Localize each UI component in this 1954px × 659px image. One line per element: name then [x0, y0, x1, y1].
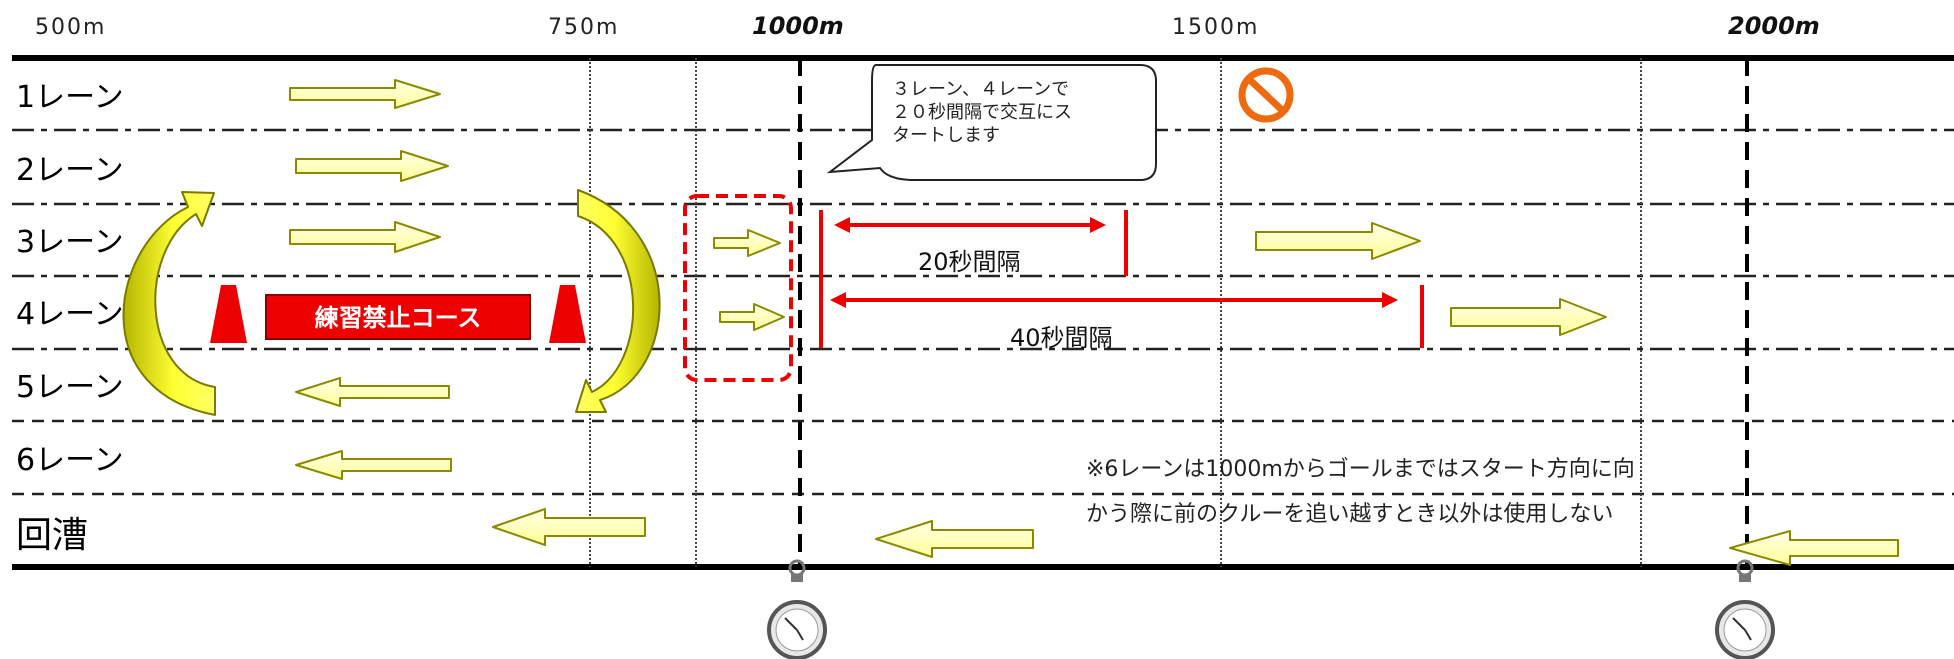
arrow-right-lane1	[289, 79, 441, 109]
turn-arrow-right	[575, 189, 661, 413]
lane-label-2: 2レーン	[16, 153, 124, 188]
interval-markers: 20秒間隔 40秒間隔	[819, 210, 1424, 352]
distance-markers	[589, 58, 1749, 567]
arrow-right-lane3	[289, 221, 441, 253]
note-line-2: かう際に前のクルーを追い越すとき以外は使用しない	[1086, 502, 1613, 527]
arrow-left-return-far	[1729, 530, 1899, 566]
arrow-left-return	[492, 508, 646, 546]
lane-label-6: 6レーン	[16, 443, 124, 478]
interval-label-20s: 20秒間隔	[918, 248, 1021, 276]
arrow-left-return-mid	[875, 520, 1034, 558]
arrowhead	[834, 217, 850, 233]
distance-750m: 750m	[548, 15, 619, 40]
arrowhead	[1090, 217, 1106, 233]
distance-500m: 500m	[35, 15, 106, 40]
lane-label-5: 5レーン	[16, 370, 124, 405]
stopwatch-icon	[767, 559, 827, 659]
arrow-left-lane5	[295, 377, 450, 407]
arrow-right-lane2	[295, 150, 449, 182]
no-practice-banner	[265, 294, 531, 340]
arrowhead	[1382, 292, 1398, 308]
lane-labels: 1レーン 2レーン 3レーン 4レーン 5レーン 6レーン 回漕	[16, 80, 124, 556]
distance-2000m: 2000m	[1728, 12, 1820, 40]
arrow-left-lane6	[295, 450, 452, 480]
stopwatch-icon	[1715, 559, 1775, 659]
callout-line-1: ３レーン、４レーンで	[892, 79, 1069, 100]
callout-bubble	[826, 64, 1157, 181]
lane-label-return: 回漕	[16, 515, 88, 556]
lane6-note: ※6レーンは1000mからゴールまではスタート方向に向 かう際に前のクルーを追い…	[1086, 457, 1635, 527]
distance-1000m: 1000m	[752, 12, 844, 40]
start-zone-box	[683, 194, 793, 382]
lane-label-1: 1レーン	[16, 80, 124, 115]
interval-label-40s: 40秒間隔	[1010, 324, 1113, 352]
arrow-right-lane3-far	[1255, 222, 1421, 260]
arrow-right-start-lane4	[719, 303, 785, 331]
callout: ３レーン、４レーンで ２０秒間隔で交互にス タートします	[826, 64, 1157, 181]
callout-line-3: タートします	[892, 125, 1000, 146]
arrow-right-lane4-far	[1450, 298, 1607, 336]
arrowhead	[830, 292, 846, 308]
no-practice-label: 練習禁止コース	[315, 304, 482, 332]
distance-labels: 500m 750m 1000m 1500m 2000m	[35, 12, 1820, 40]
turn-arrows	[122, 189, 661, 416]
lane-label-4: 4レーン	[16, 297, 124, 332]
cone-icon	[210, 285, 247, 343]
direction-arrows	[289, 79, 1899, 566]
turn-arrow-left	[122, 191, 216, 416]
no-practice-zone: 練習禁止コース	[210, 285, 586, 343]
note-line-1: ※6レーンは1000mからゴールまではスタート方向に向	[1086, 457, 1635, 482]
arrow-right-start-lane3	[713, 229, 781, 257]
callout-line-2: ２０秒間隔で交互にス	[892, 102, 1072, 123]
lane-label-3: 3レーン	[16, 225, 124, 260]
cone-icon	[549, 285, 586, 343]
no-entry-icon	[1238, 67, 1294, 123]
distance-1500m: 1500m	[1172, 15, 1259, 40]
